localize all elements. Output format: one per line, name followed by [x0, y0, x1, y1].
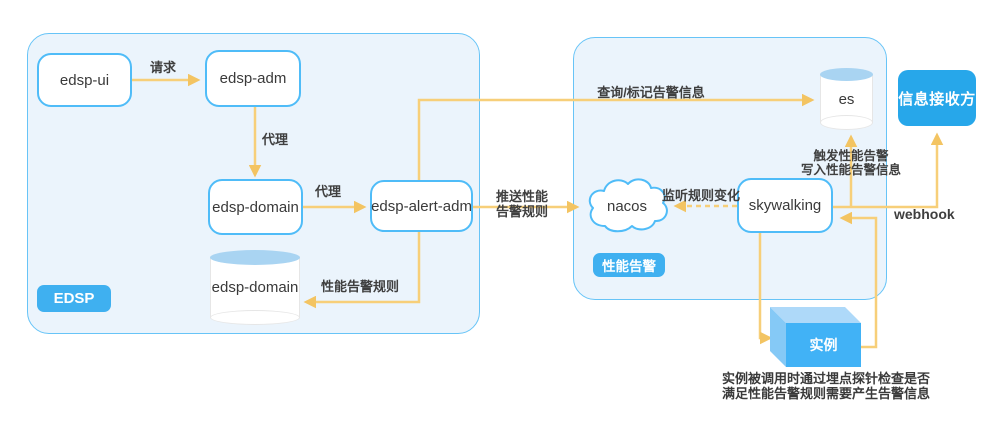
- edsp-domain-database-icon: edsp-domain: [210, 250, 300, 325]
- edge-trigger-write-label-line1: 触发性能告警: [813, 149, 889, 163]
- edge-query-mark-label: 查询/标记告警信息: [597, 85, 705, 100]
- instance-cube-side-face: [770, 307, 786, 367]
- node-edsp-ui-label: edsp-ui: [59, 71, 110, 89]
- es-database-icon: es: [820, 68, 873, 130]
- edge-push-rules-label-line2: 告警规则: [496, 204, 549, 219]
- edge-webhook-label: webhook: [894, 206, 955, 222]
- node-edsp-domain-label: edsp-domain: [212, 198, 299, 216]
- node-edsp-adm: edsp-adm: [205, 50, 301, 107]
- instance-cube-icon: 实例: [763, 300, 865, 372]
- perf-alert-group-badge-label: 性能告警: [602, 259, 656, 274]
- node-edsp-alert-adm: edsp-alert-adm: [370, 180, 473, 232]
- edge-perf-rules-label: 性能告警规则: [320, 279, 400, 294]
- node-message-receiver: 信息接收方: [898, 70, 976, 126]
- node-es-label: es: [838, 90, 855, 108]
- edge-push-rules-label: 推送性能 告警规则: [496, 189, 548, 219]
- node-edsp-ui: edsp-ui: [37, 53, 132, 107]
- instance-caption-line2: 满足性能告警规则需要产生告警信息: [721, 385, 931, 401]
- node-nacos-label: nacos: [606, 197, 648, 215]
- edsp-domain-cylinder-top: [210, 250, 300, 265]
- edge-proxy-adm-label: 代理: [262, 132, 289, 147]
- node-skywalking-label: skywalking: [748, 197, 822, 214]
- edge-query-mark-arrow: [417, 93, 815, 180]
- node-edsp-alert-adm-label: edsp-alert-adm: [371, 197, 472, 215]
- instance-caption-line1: 实例被调用时通过埋点探针检查是否: [721, 371, 931, 386]
- edge-perf-rules-arrow: [303, 232, 421, 309]
- edsp-domain-cylinder-bottom: [210, 310, 300, 325]
- edge-trigger-write-label: 触发性能告警 写入性能告警信息: [801, 149, 901, 177]
- es-cylinder-bottom: [820, 115, 873, 130]
- edge-request-label: 请求: [149, 60, 177, 75]
- perf-alert-group-badge: 性能告警: [593, 253, 665, 277]
- edge-trigger-write-label-line2: 写入性能告警信息: [800, 163, 902, 177]
- instance-cube-front-face: [786, 323, 861, 367]
- nacos-cloud-icon: nacos: [583, 174, 671, 238]
- node-skywalking: skywalking: [737, 178, 833, 233]
- edge-webhook-arrow: [833, 132, 944, 209]
- node-edsp-domain: edsp-domain: [208, 179, 303, 235]
- edge-probe-back-arrow: [839, 211, 878, 349]
- edge-probe-arrow: [758, 233, 773, 345]
- edge-proxy-domain-label: 代理: [314, 184, 342, 199]
- instance-caption: 实例被调用时通过埋点探针检查是否 满足性能告警规则需要产生告警信息: [721, 371, 931, 401]
- edsp-group-badge-label: EDSP: [53, 290, 95, 307]
- node-edsp-adm-label: edsp-adm: [219, 70, 287, 87]
- node-message-receiver-label: 信息接收方: [898, 90, 976, 108]
- edge-push-rules-label-line1: 推送性能: [496, 189, 549, 204]
- instance-cube-shape: [770, 307, 861, 367]
- instance-cube-top-face: [770, 307, 861, 323]
- edge-listen-rules-label: 监听规则变化: [661, 188, 741, 203]
- edsp-domain-cylinder-body: [210, 257, 300, 318]
- nacos-cloud-shape: [588, 178, 668, 233]
- edsp-group-badge: EDSP: [37, 285, 111, 312]
- es-cylinder-top: [820, 68, 873, 81]
- node-instance-label: 实例: [809, 337, 838, 353]
- node-edsp-domain-db-label: edsp-domain: [211, 279, 299, 296]
